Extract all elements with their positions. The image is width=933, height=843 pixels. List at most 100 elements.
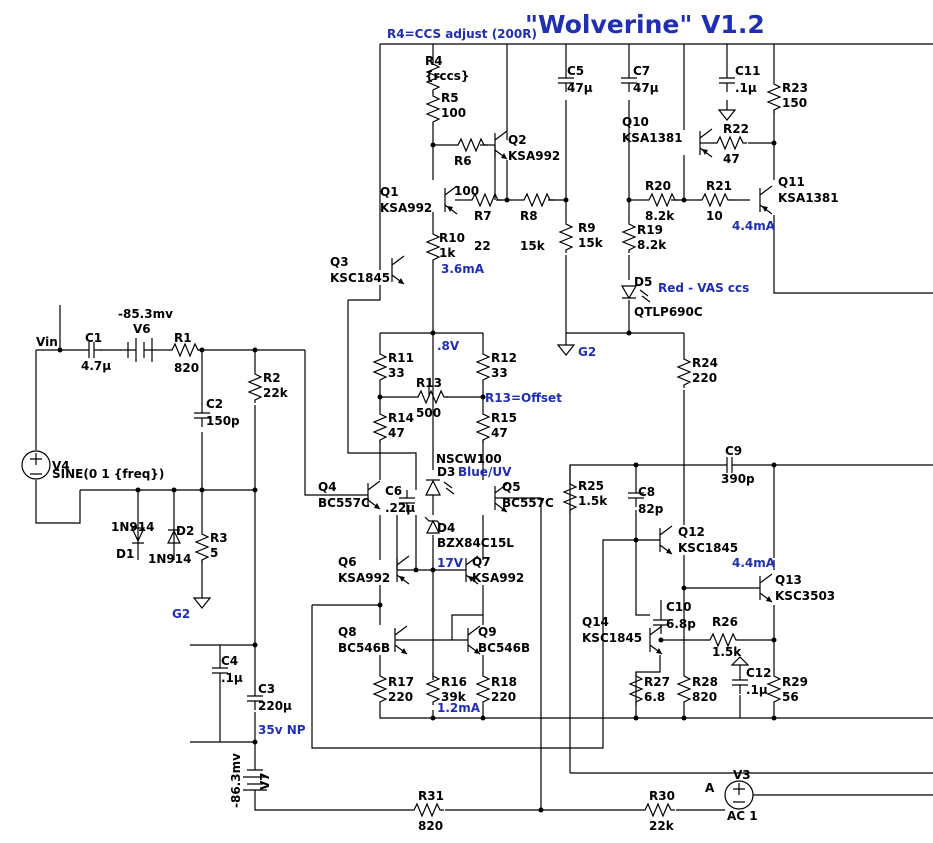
resistor-name: R9 — [578, 221, 596, 235]
resistor-value: 220 — [388, 690, 413, 704]
junction — [413, 567, 419, 573]
resistor-value: 8.2k — [645, 209, 675, 223]
wire-r9-g2 — [565, 255, 629, 334]
diode-color: Blue/UV — [458, 465, 512, 479]
transistor-name: Q10 — [622, 115, 649, 129]
wire-q11-out — [773, 215, 933, 294]
v3-ac-source-symbol — [724, 780, 754, 810]
transistor-name: Q13 — [775, 573, 802, 587]
resistor-value: 22k — [263, 386, 289, 400]
v4-name: V4 — [52, 459, 70, 473]
transistor-q5 — [494, 483, 508, 513]
capacitor-c1 — [82, 342, 102, 358]
junction — [430, 567, 436, 573]
resistor-r4 — [425, 60, 441, 93]
transistor-type: KSA1381 — [622, 131, 683, 145]
resistor-r10 — [425, 230, 441, 263]
resistor-value: 820 — [174, 361, 199, 375]
resistor-name: R24 — [692, 356, 718, 370]
resistor-name: R16 — [441, 675, 467, 689]
current-r16: 1.2mA — [437, 701, 481, 715]
capacitor-c4 — [212, 660, 228, 682]
transistor-q10 — [699, 128, 713, 158]
grounds — [192, 109, 750, 666]
junction — [252, 642, 258, 648]
capacitor-value: 47µ — [567, 81, 593, 95]
resistor-name: R26 — [712, 615, 738, 629]
part-labels: R1820R222kR35R4{rccs}R5100R6100R722R815k… — [81, 54, 839, 833]
wire-c8-q14 — [635, 510, 650, 616]
resistor-r5 — [425, 92, 441, 125]
junctions — [57, 140, 777, 813]
resistor-value: 6.8 — [644, 690, 665, 704]
transistor-name: Q6 — [338, 555, 357, 569]
voltage-d3: .8V — [437, 339, 460, 353]
transistor-type: KSC1845 — [582, 631, 642, 645]
junction — [57, 347, 63, 353]
junction — [658, 637, 664, 643]
capacitor-c11 — [719, 70, 735, 92]
resistor-r14 — [372, 410, 388, 443]
resistor-r13 — [414, 389, 448, 405]
resistor-name: R17 — [388, 675, 414, 689]
resistor-value: 33 — [388, 366, 405, 380]
resistor-r25 — [562, 480, 578, 513]
diode-part: NSCW100 — [436, 452, 502, 466]
wire-q5-base-fb — [495, 497, 542, 810]
junction — [633, 715, 639, 721]
v6-value: -85.3mv — [118, 307, 173, 321]
junction — [681, 197, 687, 203]
junction — [430, 142, 436, 148]
resistor-r27 — [628, 672, 644, 705]
resistor-name: R14 — [388, 411, 414, 425]
capacitor-c5 — [558, 70, 574, 92]
diode-name: D4 — [437, 521, 455, 535]
resistor-value: 39k — [441, 690, 467, 704]
transistor-type: KSA992 — [380, 201, 432, 215]
resistor-r22 — [713, 135, 747, 151]
capacitor-value: 4.7µ — [81, 359, 111, 373]
junction — [480, 394, 486, 400]
resistor-value: 22 — [474, 239, 491, 253]
diode-part: 1N914 — [148, 552, 191, 566]
capacitor-name: C11 — [735, 64, 761, 78]
resistor-r26 — [706, 632, 740, 648]
resistor-r30 — [641, 802, 675, 818]
wire-q4-base — [304, 350, 368, 496]
resistor-value: 15k — [578, 236, 604, 250]
resistors — [168, 60, 782, 818]
transistor-type: BC546B — [478, 641, 530, 655]
labels: "Wolverine" V1.2 R4=CCS adjust (200R) R1… — [36, 10, 776, 823]
capacitor-c2 — [194, 405, 210, 427]
junction — [633, 462, 639, 468]
resistor-value: 8.2k — [637, 238, 667, 252]
capacitor-value: .1µ — [221, 671, 243, 685]
junction — [252, 739, 258, 745]
resistor-name: R27 — [644, 675, 670, 689]
diode-name: D5 — [634, 275, 652, 289]
resistor-name: R22 — [723, 122, 749, 136]
resistor-value: 47 — [723, 152, 740, 166]
resistor-name: R4 — [425, 54, 443, 68]
resistor-value: 47 — [388, 426, 405, 440]
v7-value: -86.3mv — [229, 753, 243, 808]
transistor-name: Q9 — [478, 625, 497, 639]
junction — [252, 347, 258, 353]
transistor-type: KSA992 — [508, 149, 560, 163]
junction — [771, 140, 777, 146]
capacitors — [82, 70, 748, 710]
capacitor-value: 150p — [206, 414, 240, 428]
schematic-title: "Wolverine" V1.2 — [525, 10, 765, 39]
capacitor-c7 — [621, 70, 637, 92]
resistor-value: {rccs} — [425, 69, 469, 83]
net-g2-mid: G2 — [578, 345, 596, 359]
junction — [626, 330, 632, 336]
diode-d2-symbol — [167, 525, 181, 545]
wire-q3-emitter — [348, 285, 381, 301]
v7-battery-symbol — [243, 769, 267, 791]
transistor-name: Q11 — [778, 175, 805, 189]
resistor-name: R8 — [520, 209, 538, 223]
transistor-type: KSC3503 — [775, 589, 835, 603]
resistor-name: R21 — [706, 179, 732, 193]
